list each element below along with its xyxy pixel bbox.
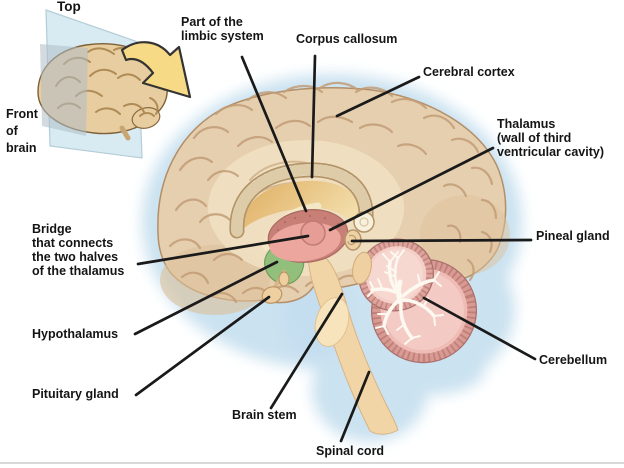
leader-brain-stem [269, 292, 344, 410]
orientation-inset [37, 9, 192, 159]
interthalamic-adhesion [300, 220, 326, 246]
label-hypothalamus: Hypothalamus [32, 327, 119, 341]
direction-arrow [120, 41, 192, 99]
label-brain-stem: Brain stem [232, 408, 297, 422]
label-pineal-gland: Pineal gland [536, 229, 610, 243]
label-limbic-system: Part of the limbic system [181, 15, 264, 43]
thalamus [267, 209, 349, 263]
leader-cerebral-cortex [335, 75, 421, 118]
label-pituitary-gland: Pituitary gland [32, 387, 119, 401]
label-corpus-callosum: Corpus callosum [296, 32, 398, 46]
leader-pineal [350, 238, 533, 243]
leader-lines [133, 54, 537, 443]
leader-corpus-callosum [310, 54, 317, 179]
label-thalamus: Thalamus (wall of third ventricular cavi… [497, 117, 604, 159]
leader-limbic [240, 55, 308, 213]
leader-cerebellum [422, 296, 537, 361]
leader-bridge [136, 234, 310, 266]
cerebellum [358, 238, 478, 364]
page-bottom-rule [0, 462, 624, 464]
label-front-of-brain: Front of brain [6, 107, 38, 155]
leader-spinal-cord [339, 370, 371, 443]
plane-front-tint [40, 44, 88, 136]
label-cerebral-cortex: Cerebral cortex [423, 65, 515, 79]
leader-thalamus [328, 146, 495, 232]
arbor-vitae [367, 249, 444, 345]
tectum [352, 251, 372, 285]
corpus-callosum [229, 162, 375, 239]
label-bridge-thalamus: Bridge that connects the two halves of t… [32, 222, 125, 278]
brain-stem [307, 246, 399, 435]
label-spinal-cord: Spinal cord [316, 444, 385, 458]
label-cerebellum: Cerebellum [539, 353, 608, 367]
leader-pituitary [134, 295, 271, 397]
leader-hypothalamus [133, 260, 279, 336]
label-top: Top [57, 0, 81, 14]
